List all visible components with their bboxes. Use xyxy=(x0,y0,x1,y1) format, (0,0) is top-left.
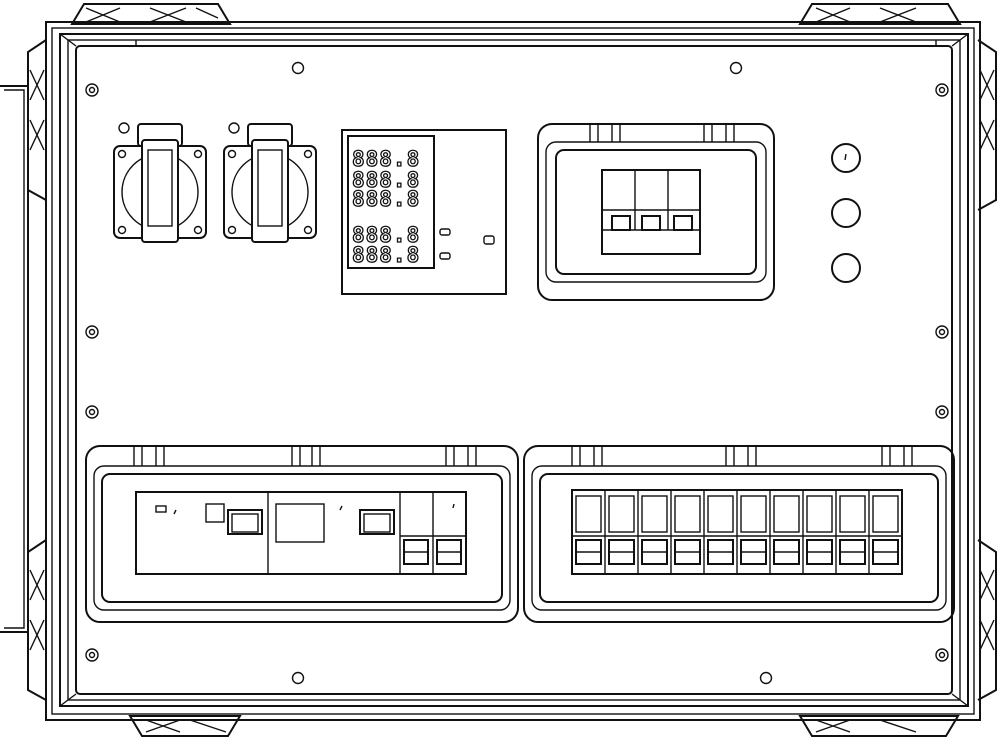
main-breaker-lever-2[interactable] xyxy=(641,215,661,231)
side-guard-left-top xyxy=(27,39,47,201)
screw-icon xyxy=(935,648,949,662)
rcd-toggle-1[interactable] xyxy=(227,509,263,535)
meter-led-1 xyxy=(439,228,451,236)
side-guard-left-bottom xyxy=(27,539,47,701)
rcd-housing xyxy=(85,445,519,623)
mcb-breaker[interactable] xyxy=(802,490,833,574)
meter-reading: 888.8 xyxy=(352,147,420,171)
screw-icon xyxy=(85,648,99,662)
indicator-lamp xyxy=(831,253,861,283)
schuko-socket[interactable] xyxy=(223,122,317,243)
schuko-socket[interactable] xyxy=(113,122,207,243)
indicator-lamp xyxy=(831,198,861,228)
indicator-lamps xyxy=(831,143,861,283)
mcb-breaker[interactable] xyxy=(670,490,701,574)
rcd-device xyxy=(135,491,467,575)
main-breaker-housing xyxy=(537,123,775,301)
mcb-breaker[interactable] xyxy=(769,490,800,574)
meter-reading: 888.8 xyxy=(352,168,420,192)
meter-reading: 888.8 xyxy=(352,187,420,211)
screw-icon xyxy=(85,405,99,419)
mcb-breaker[interactable] xyxy=(604,490,635,574)
indicator-lamp xyxy=(831,143,861,173)
mounting-hole-icon xyxy=(759,671,773,685)
socket-lid[interactable] xyxy=(141,139,179,243)
rcd-toggle-2[interactable] xyxy=(359,509,395,535)
corner-guard-top-right xyxy=(798,3,962,25)
rcd-indicator-1 xyxy=(155,505,167,513)
mounting-hole-icon xyxy=(291,671,305,685)
main-breaker xyxy=(601,169,701,255)
screw-icon xyxy=(85,83,99,97)
mcb-breaker[interactable] xyxy=(637,490,668,574)
mcb-housing xyxy=(523,445,955,623)
mcb-row xyxy=(571,489,903,575)
screw-icon xyxy=(935,83,949,97)
mcb-breaker[interactable] xyxy=(835,490,866,574)
screw-icon xyxy=(85,325,99,339)
mounting-hole-icon xyxy=(729,61,743,75)
mcb-breaker[interactable] xyxy=(575,495,602,565)
meter-led-2 xyxy=(439,252,451,260)
side-guard-right-top xyxy=(977,39,997,211)
rcd-test-window xyxy=(205,503,225,523)
mcb-breaker[interactable] xyxy=(868,490,899,574)
screw-icon xyxy=(935,405,949,419)
meter-reading: 888.8 xyxy=(352,243,420,267)
screw-icon xyxy=(935,325,949,339)
socket-lid[interactable] xyxy=(251,139,289,243)
socket-group xyxy=(113,122,317,243)
meter-reading: 888.8 xyxy=(352,223,420,247)
corner-guard-bottom-right xyxy=(798,715,960,737)
main-breaker-lever-1[interactable] xyxy=(611,215,631,231)
mcb-breaker[interactable] xyxy=(736,490,767,574)
enclosure-frame xyxy=(45,21,981,721)
meter-button[interactable] xyxy=(483,235,495,245)
panel-screws xyxy=(85,61,949,685)
mounting-hole-icon xyxy=(291,61,305,75)
corner-guard-bottom-left xyxy=(128,715,242,737)
corner-guard-top-left xyxy=(70,3,232,25)
mcb-breaker[interactable] xyxy=(703,490,734,574)
left-mounting-bracket xyxy=(0,85,29,633)
rcd-label-window xyxy=(275,503,325,543)
side-guard-right-bottom xyxy=(977,539,997,701)
main-breaker-lever-3[interactable] xyxy=(673,215,693,231)
